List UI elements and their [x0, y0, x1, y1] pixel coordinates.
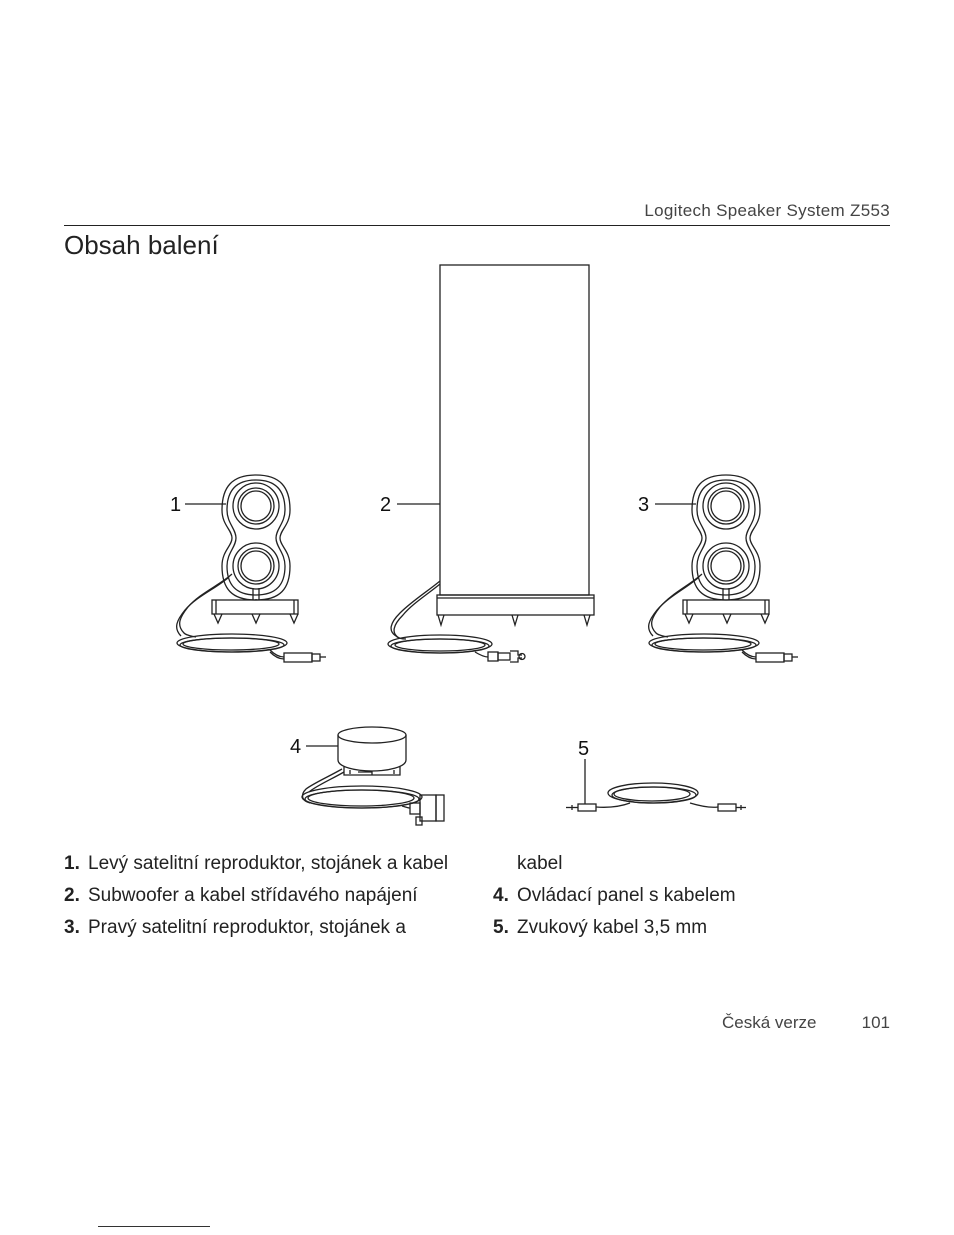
list-item: 5. Zvukový kabel 3,5 mm [493, 916, 873, 940]
list-item-text: Pravý satelitní reproduktor, stojánek a [88, 917, 406, 938]
subwoofer [387, 264, 595, 663]
header-product-name: Logitech Speaker System Z553 [644, 201, 890, 220]
list-item: 1. Levý satelitní reproduktor, stojánek … [64, 852, 454, 876]
list-item-text: Levý satelitní reproduktor, stojánek a k… [88, 853, 449, 874]
list-item-number: 5. [493, 917, 509, 938]
callout-1: 1 [170, 494, 181, 516]
list-item: 3. Pravý satelitní reproduktor, stojánek… [64, 916, 454, 940]
footer-language: Česká verze [722, 1013, 817, 1032]
list-item-text: Subwoofer a kabel střídavého napájení [88, 885, 418, 906]
footnote-divider [98, 1226, 210, 1227]
list-item-number: 4. [493, 885, 509, 906]
list-item-number: 3. [64, 917, 80, 938]
header-divider [64, 225, 890, 226]
list-item: 4. Ovládací panel s kabelem [493, 884, 873, 908]
contents-list-left: 1. Levý satelitní reproduktor, stojánek … [64, 852, 454, 948]
callout-5: 5 [578, 738, 589, 760]
callout-2: 2 [380, 494, 391, 516]
callout-3: 3 [638, 494, 649, 516]
audio-cable-35mm [566, 759, 746, 812]
control-pod [301, 726, 445, 826]
list-item-number: 2. [64, 885, 80, 906]
contents-list-right: kabel 4. Ovládací panel s kabelem 5. Zvu… [493, 852, 873, 948]
package-contents-illustration: 1 2 3 4 5 [170, 264, 798, 826]
callout-4: 4 [290, 736, 301, 758]
list-item-number: 1. [64, 853, 80, 874]
left-satellite-speaker [175, 474, 326, 663]
list-item-text: Ovládací panel s kabelem [517, 885, 736, 906]
list-item-continuation: kabel [517, 853, 563, 874]
list-item-text: Zvukový kabel 3,5 mm [517, 917, 708, 938]
list-item: 2. Subwoofer a kabel střídavého napájení [64, 884, 454, 908]
footer-page-number: 101 [861, 1013, 890, 1032]
page-title: Obsah balení [64, 230, 219, 260]
right-satellite-speaker [647, 474, 798, 663]
